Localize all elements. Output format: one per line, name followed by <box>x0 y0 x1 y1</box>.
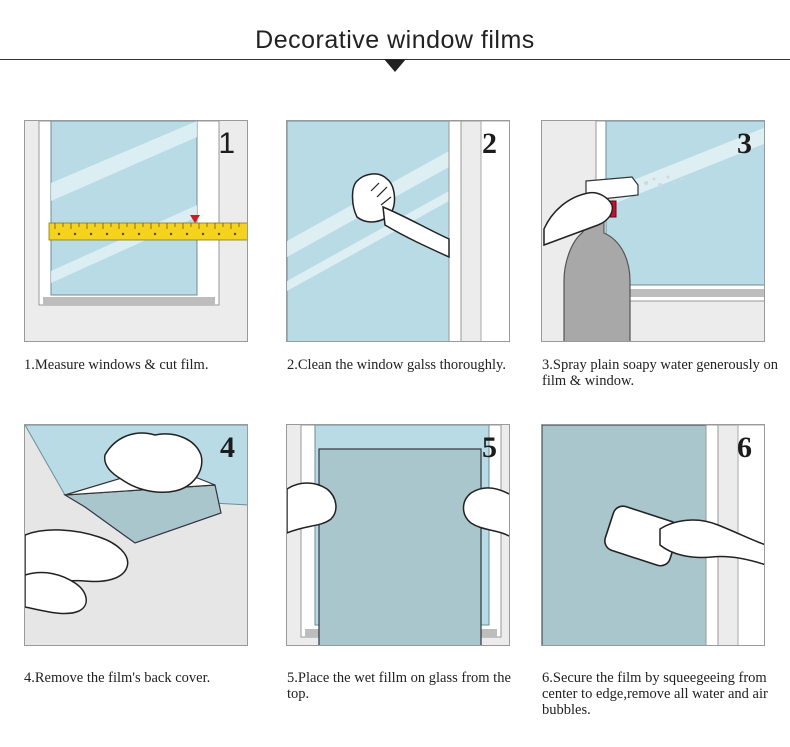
step-2-caption: 2.Clean the window galss thoroughly. <box>287 357 506 373</box>
step-1-panel: 1 <box>24 120 248 342</box>
clean-window-illustration <box>287 121 509 341</box>
remove-back-cover-illustration <box>25 425 247 645</box>
step-5-caption: 5.Place the wet fillm on glass from the … <box>287 670 511 702</box>
step-1-number: 1 <box>218 127 235 160</box>
step-4-caption: 4.Remove the film's back cover. <box>24 670 211 686</box>
squeegee-illustration <box>542 425 764 645</box>
step-3-caption: 3.Spray plain soapy water generously on … <box>542 357 778 389</box>
step-5-number: 5 <box>482 431 497 464</box>
title-pointer-icon <box>384 59 406 72</box>
step-2-panel: 2 <box>286 120 510 342</box>
spray-water-illustration <box>542 121 764 341</box>
step-4-number: 4 <box>220 431 235 464</box>
step-6-number: 6 <box>737 431 752 464</box>
page-title: Decorative window films <box>255 26 535 54</box>
place-film-illustration <box>287 425 509 645</box>
step-2-number: 2 <box>482 127 497 160</box>
measure-window-illustration <box>25 121 247 341</box>
step-3-panel: 3 <box>541 120 765 342</box>
step-6-caption: 6.Secure the film by squeegeeing from ce… <box>542 670 768 718</box>
step-1-caption: 1.Measure windows & cut film. <box>24 357 209 373</box>
step-6-panel: 6 <box>541 424 765 646</box>
step-4-panel: 4 <box>24 424 248 646</box>
step-5-panel: 5 <box>286 424 510 646</box>
step-3-number: 3 <box>737 127 752 160</box>
